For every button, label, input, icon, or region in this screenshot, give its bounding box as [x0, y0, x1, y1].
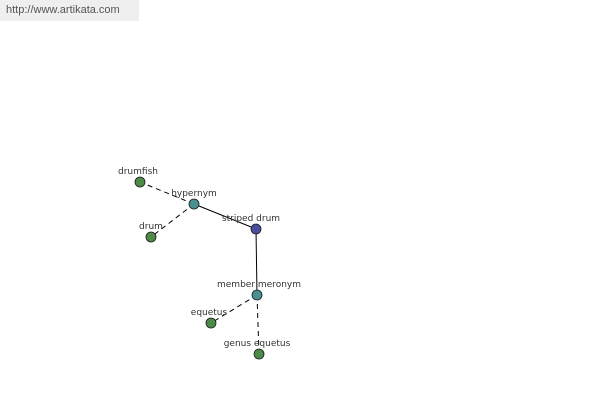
graph-labels: striped drum hypernym drumfish drum member m… — [118, 167, 301, 349]
node-genus-equetus[interactable] — [253, 348, 265, 360]
node-hypernym[interactable] — [188, 198, 200, 210]
label-drum[interactable]: drum — [139, 222, 163, 232]
edge-striped-drum-member-meronym — [255, 228, 258, 296]
node-equetus[interactable] — [205, 317, 217, 329]
label-member-meronym[interactable]: member meronym — [217, 280, 301, 290]
node-drum[interactable] — [145, 231, 157, 243]
node-member-meronym[interactable] — [251, 289, 263, 301]
graph-nodes — [134, 176, 265, 360]
label-drumfish[interactable]: drumfish — [118, 167, 158, 177]
label-genus-equetus[interactable]: genus equetus — [224, 339, 291, 349]
label-striped-drum[interactable]: striped drum — [222, 214, 280, 224]
label-equetus[interactable]: equetus — [191, 308, 228, 318]
edge-hypernym-drum — [150, 203, 195, 238]
source-url[interactable]: http://www.artikata.com — [0, 0, 139, 21]
node-drumfish[interactable] — [134, 176, 146, 188]
edge-hypernym-drumfish — [139, 181, 195, 205]
edge-member-meronym-genus-equetus — [256, 294, 260, 355]
edge-striped-drum-hypernym — [193, 203, 257, 230]
graph-edges — [139, 181, 260, 355]
label-hypernym[interactable]: hypernym — [171, 189, 217, 199]
node-striped-drum[interactable] — [250, 223, 262, 235]
